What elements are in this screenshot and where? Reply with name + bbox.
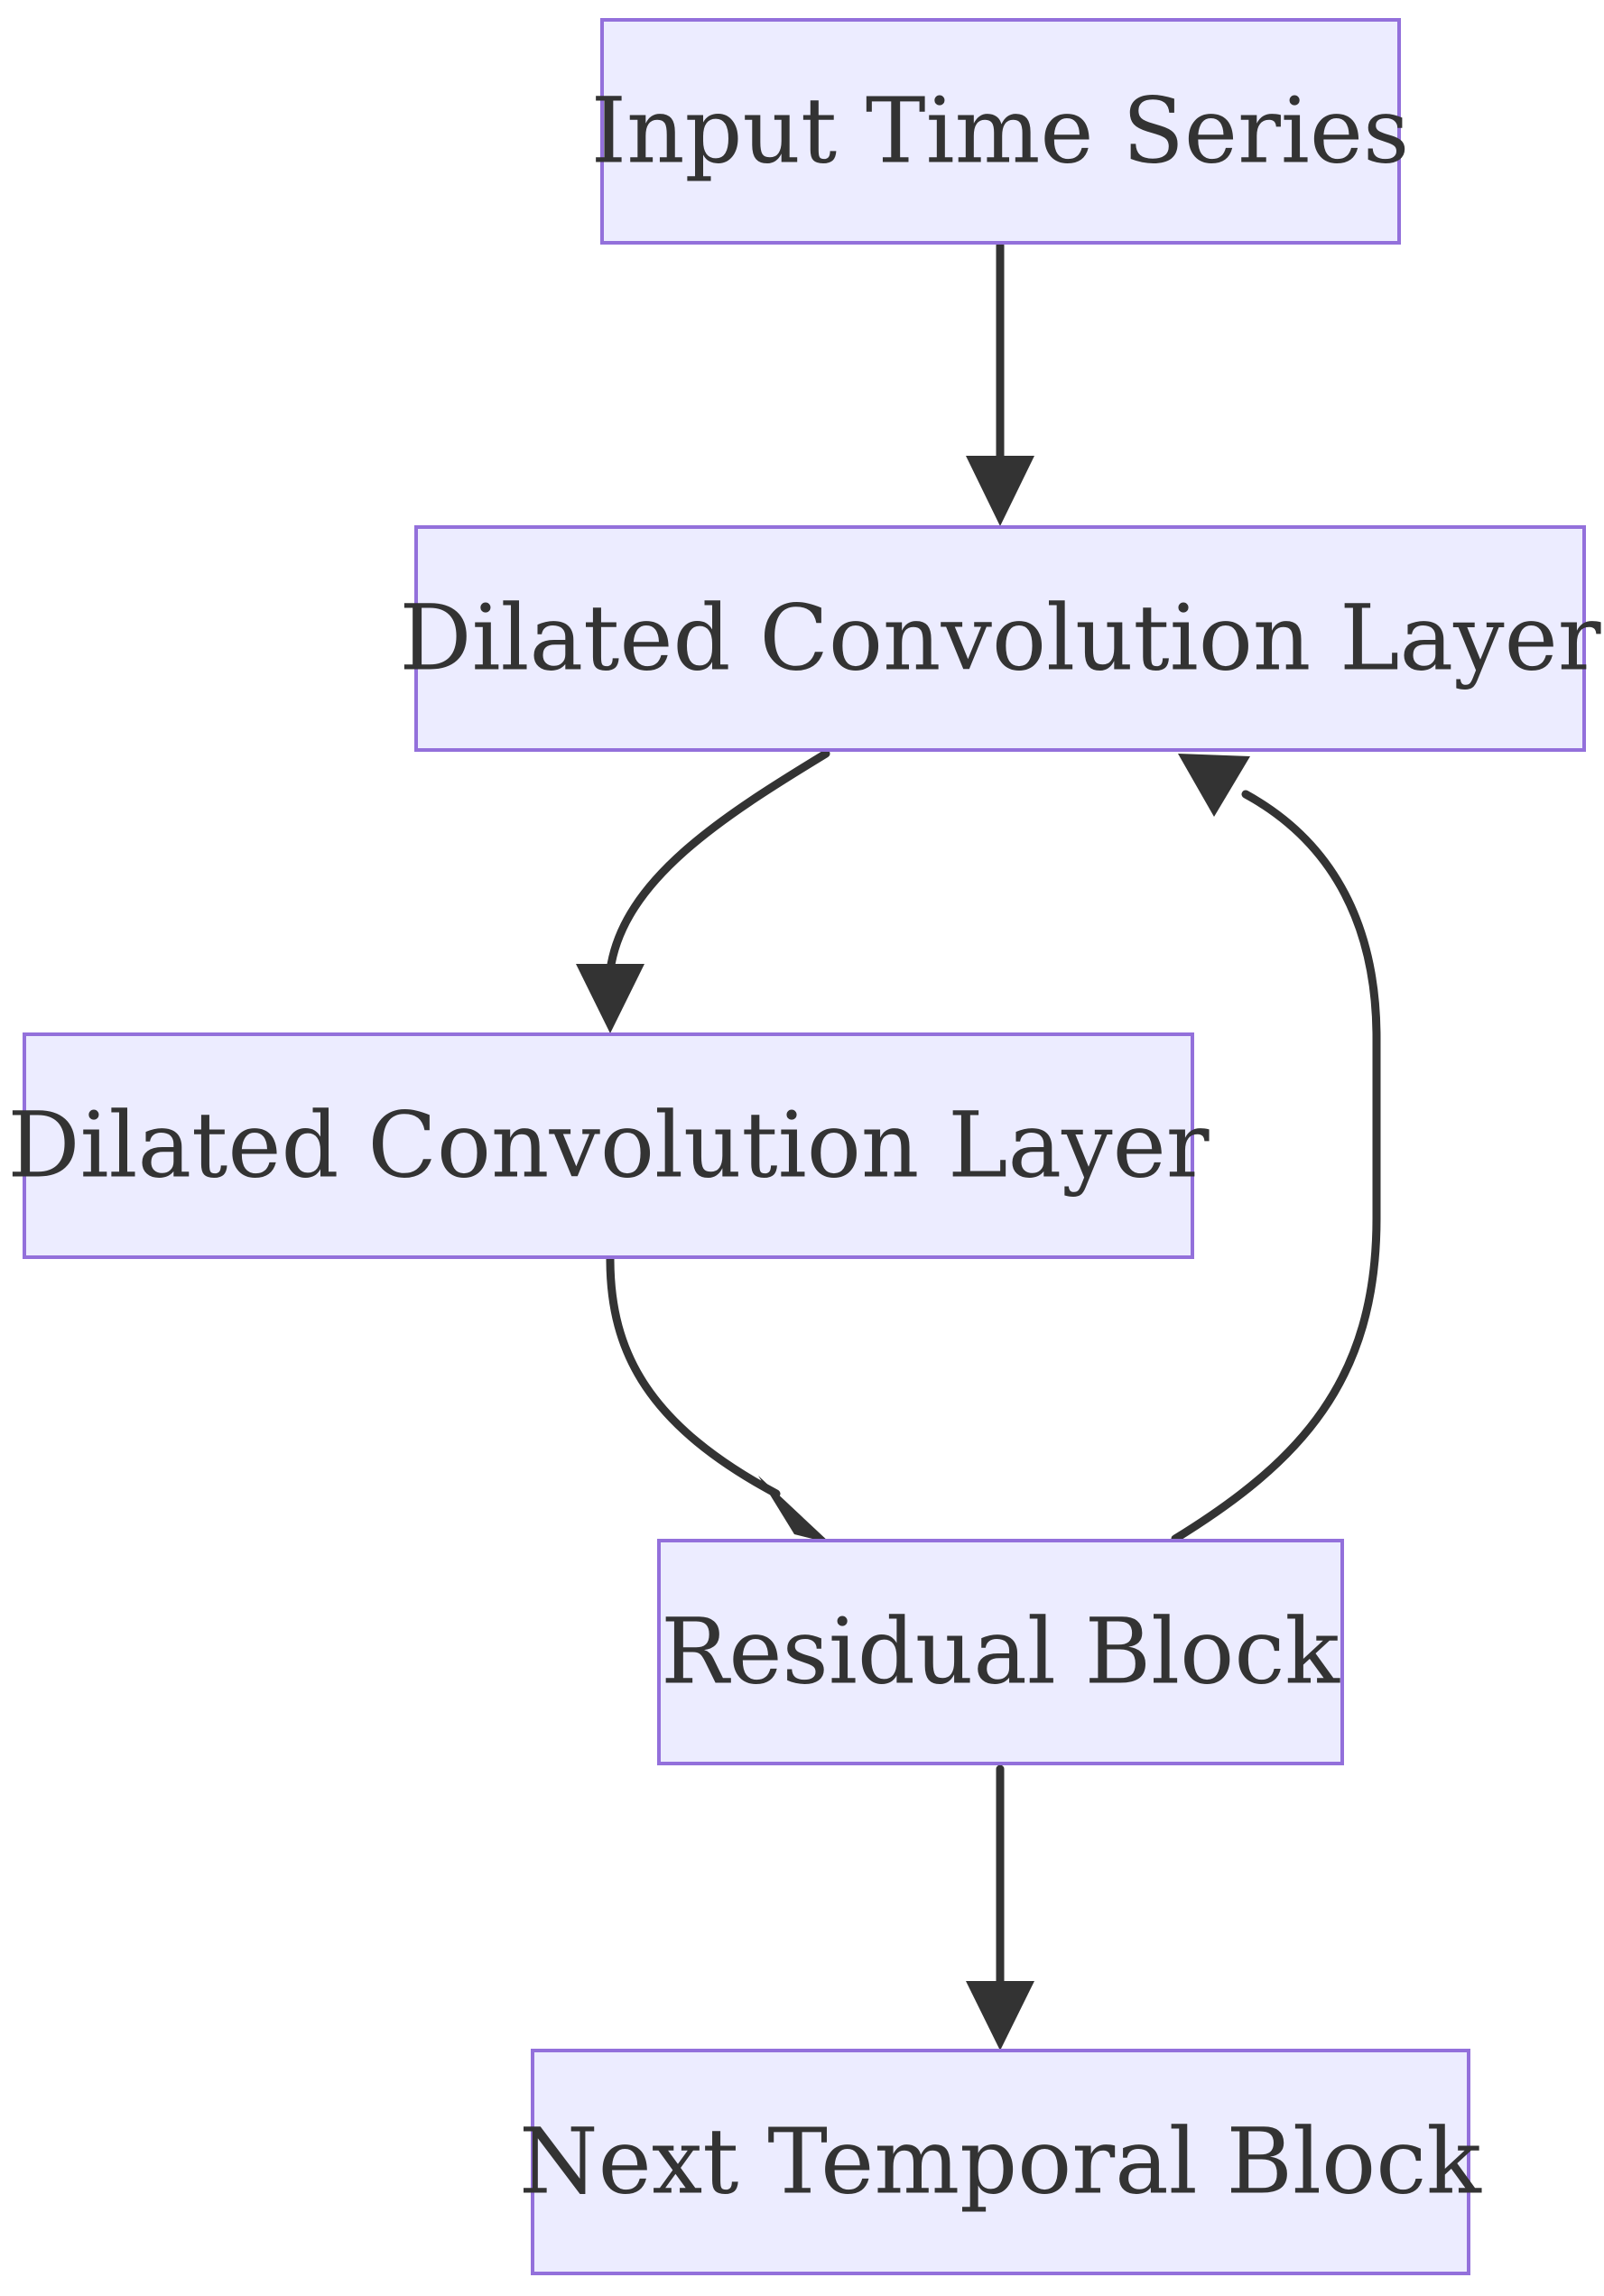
edge-conv-mid-to-residual	[606, 1254, 781, 1498]
node-residual-block: Residual Block	[657, 1539, 1344, 1765]
node-dilated-convolution-layer-top: Dilated Convolution Layer	[399, 525, 1601, 752]
arrowhead-residual-to-conv-top	[1178, 754, 1250, 817]
node-box	[414, 525, 1586, 752]
node-label: Input Time Series	[591, 79, 1410, 184]
node-box	[531, 2049, 1470, 2275]
node-label: Next Temporal Block	[519, 2109, 1482, 2215]
arrowhead-input-to-conv-top	[966, 456, 1034, 526]
arrowhead-conv-mid-to-residual	[758, 1476, 830, 1543]
node-label: Dilated Convolution Layer	[399, 586, 1600, 691]
arrowhead-conv-top-to-conv-mid	[576, 964, 644, 1033]
node-box	[600, 18, 1401, 245]
node-box	[23, 1032, 1194, 1259]
node-label: Residual Block	[661, 1599, 1340, 1705]
edges	[576, 241, 1381, 2051]
edge-conv-top-to-conv-mid	[606, 749, 830, 975]
node-next-temporal-block: Next Temporal Block	[519, 2049, 1482, 2275]
edge-residual-to-conv-top	[1171, 790, 1381, 1543]
node-box	[657, 1539, 1344, 1765]
node-input-time-series: Input Time Series	[591, 18, 1410, 245]
node-label: Dilated Convolution Layer	[7, 1093, 1209, 1199]
arrowhead-residual-to-next	[966, 1981, 1034, 2051]
node-dilated-convolution-layer-middle: Dilated Convolution Layer	[7, 1032, 1210, 1259]
